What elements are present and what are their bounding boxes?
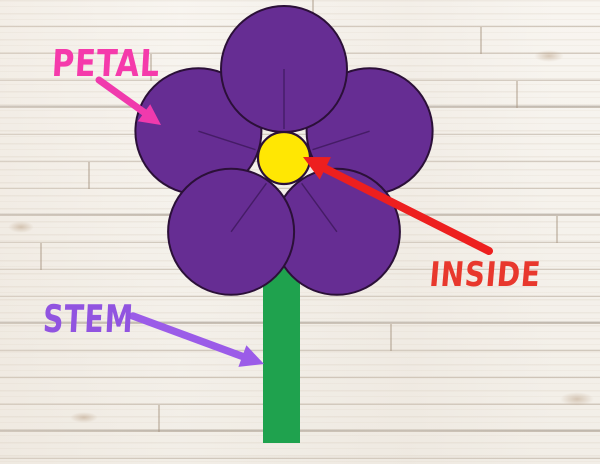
petal-vein [198,130,256,151]
wood-seam [158,405,160,432]
petal-vein [301,182,338,233]
wood-knot [560,392,594,406]
petal-veins [198,69,370,233]
wood-seam [390,324,392,351]
petal-arrow [95,76,161,125]
petal-arrow-shaft [95,76,149,117]
petal-label: PETAL [50,42,162,85]
inside-arrow-shaft [320,164,493,255]
stem-arrow-shaft [129,312,248,361]
wood-knot [8,221,34,233]
inside-arrow-head [303,157,331,180]
wood-seam [88,162,90,189]
petal-arrow-head [137,104,161,125]
wood-seam [556,216,558,243]
stem-arrow-head [238,345,264,367]
wood-knot [534,50,564,62]
wood-seam [480,27,482,54]
petal-vein [230,182,267,233]
stem-label: STEM [41,297,135,341]
wood-knot [70,412,98,423]
flower-center [256,130,312,186]
wood-seam [40,243,42,270]
wood-seam [150,54,152,81]
petal-vein [312,130,370,151]
stem-arrow [129,312,264,367]
inside-arrow [303,157,493,255]
inside-label: INSIDE [427,255,543,295]
wood-seam [516,81,518,108]
stem [263,266,300,443]
